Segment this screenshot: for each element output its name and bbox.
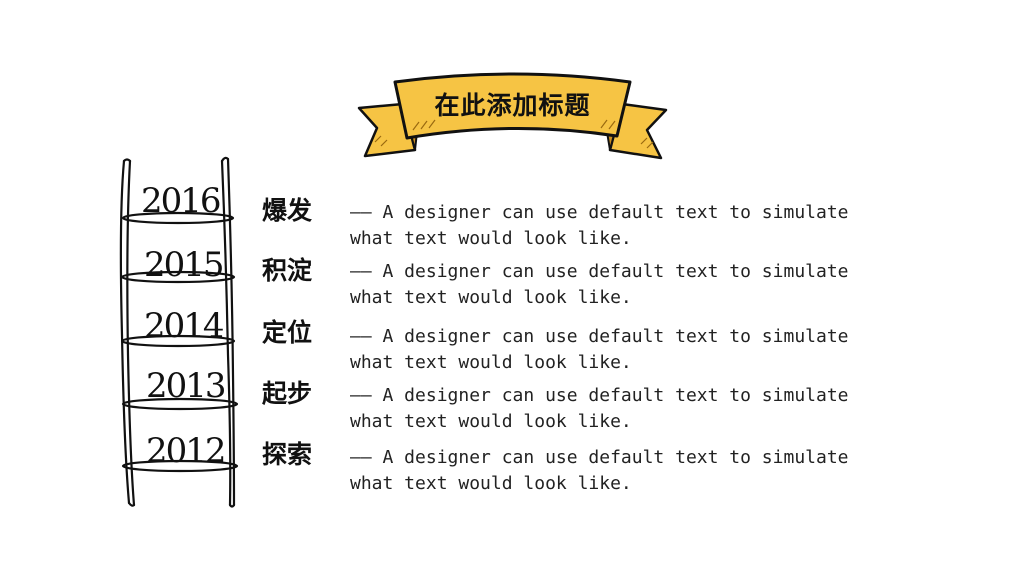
year-label: 2015 [144, 245, 225, 285]
milestone-description: —— A designer can use default text to si… [350, 447, 849, 494]
milestone-title: 爆发 [262, 196, 313, 225]
page-title: 在此添加标题 [434, 91, 591, 120]
year-label: 2013 [146, 366, 227, 406]
milestone-title: 定位 [262, 318, 313, 347]
milestone-description: —— A designer can use default text to si… [350, 385, 849, 432]
milestone-title: 起步 [262, 379, 313, 408]
year-label: 2014 [144, 306, 225, 346]
milestone-description: —— A designer can use default text to si… [350, 261, 849, 308]
ladder-illustration [110, 155, 250, 510]
milestone-description: —— A designer can use default text to si… [350, 202, 849, 249]
year-label: 2016 [141, 181, 222, 221]
ribbon-icon [357, 72, 668, 160]
milestone-description: —— A designer can use default text to si… [350, 326, 849, 373]
year-label: 2012 [146, 431, 227, 471]
milestone-title: 积淀 [262, 256, 313, 285]
title-banner: 在此添加标题 [355, 72, 670, 164]
ladder-icon [119, 156, 239, 508]
milestone-title: 探索 [262, 440, 313, 469]
